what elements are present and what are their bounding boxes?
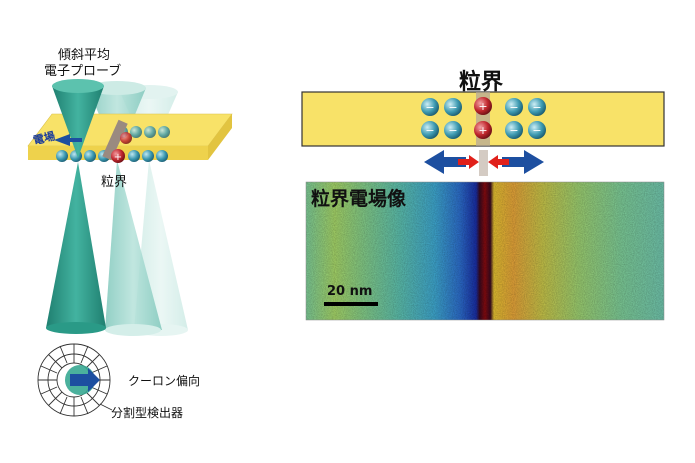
probe-label-line1: 傾斜平均 [58, 48, 111, 63]
detector-leader-line [99, 403, 113, 411]
red-arrow-right-icon [458, 155, 479, 169]
svg-text:−: − [425, 101, 434, 114]
grain-boundary-title: 粒界 [459, 70, 504, 95]
svg-text:+: + [114, 152, 122, 163]
efield-arrow-icon [54, 134, 82, 146]
probe-schematic: + [27, 79, 233, 417]
svg-text:+: + [478, 100, 487, 113]
ion-lattice: − − − − + + − − − − [421, 97, 546, 139]
svg-text:−: − [509, 124, 518, 137]
coulomb-deflection-label: クーロン偏向 [128, 374, 201, 388]
scale-bar [324, 302, 378, 306]
red-arrow-left-icon [488, 155, 509, 169]
svg-text:−: − [448, 124, 457, 137]
svg-text:−: − [425, 124, 434, 137]
plus-ion-icon [474, 97, 492, 115]
ion-row: + [56, 119, 170, 163]
svg-text:−: − [532, 101, 541, 114]
svg-text:−: − [509, 101, 518, 114]
svg-text:−: − [532, 124, 541, 137]
arrow-left-icon [424, 150, 466, 174]
deflection-arrow-icon [70, 368, 100, 392]
field-map-image [305, 181, 665, 321]
field-image-title: 粒界電場像 [311, 188, 407, 210]
grain-boundary-label: 粒界 [101, 175, 128, 190]
probe-label-line2: 電子プローブ [44, 64, 122, 79]
segmented-detector [37, 343, 111, 417]
minus-ion-icon [505, 98, 523, 116]
svg-text:+: + [478, 124, 487, 137]
scale-bar-label: 20 nm [327, 284, 373, 299]
arrow-right-icon [502, 150, 544, 174]
segmented-detector-label: 分割型検出器 [111, 406, 184, 420]
electron-probe-cone [46, 79, 106, 334]
svg-text:−: − [448, 101, 457, 114]
